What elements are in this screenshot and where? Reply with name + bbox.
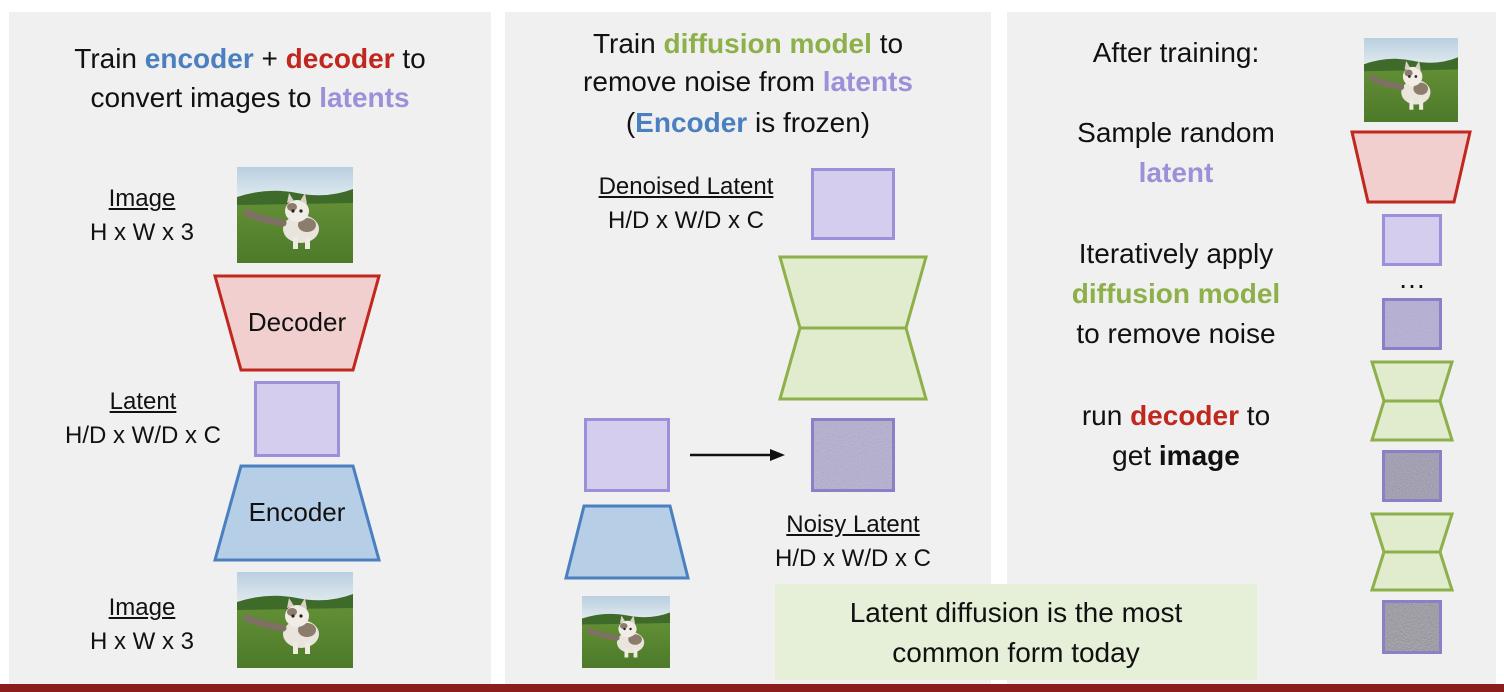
image-bottom-label: Image H x W x 3 xyxy=(62,591,222,659)
kitten-image-output xyxy=(1364,38,1458,122)
middle-title-encoder: Encoder xyxy=(635,107,748,138)
image-top-label: Image H x W x 3 xyxy=(62,182,222,250)
frozen-encoder-block xyxy=(564,504,690,580)
middle-title-line1: Train diffusion model to xyxy=(505,24,991,64)
run-decoder-word: decoder xyxy=(1130,400,1240,431)
right-noisy-latent-2 xyxy=(1382,450,1442,502)
get-word: get xyxy=(1112,440,1152,471)
callout-line2: common form today xyxy=(892,637,1140,668)
callout-box: Latent diffusion is the most common form… xyxy=(775,584,1257,680)
kitten-image-bottom xyxy=(237,572,353,668)
denoised-latent-dims: H/D x W/D x C xyxy=(608,207,764,234)
noisy-latent-name: Noisy Latent xyxy=(786,511,920,538)
left-title-encoder: encoder xyxy=(144,43,254,74)
callout-line1: Latent diffusion is the most xyxy=(849,597,1183,628)
middle-title-paren: ( xyxy=(625,107,636,138)
left-title-latents: latents xyxy=(319,82,410,113)
latent-box xyxy=(254,381,340,457)
right-decoder-block xyxy=(1350,130,1472,204)
after-training-label: After training: xyxy=(1092,37,1260,68)
left-title-train: Train xyxy=(74,43,138,74)
middle-title-frozen: is frozen) xyxy=(754,107,871,138)
right-diffusion-block-2 xyxy=(1369,512,1455,592)
get-image-word: image xyxy=(1158,440,1240,471)
right-noisy-latent-1 xyxy=(1382,298,1442,350)
encoder-label: Encoder xyxy=(248,497,346,527)
middle-title-latents: latents xyxy=(822,66,913,97)
middle-title-line3: (Encoder is frozen) xyxy=(505,103,991,143)
left-title-to: to xyxy=(402,43,426,74)
sample-random-line1: Sample random xyxy=(1077,117,1275,148)
decoder-block: Decoder xyxy=(213,274,381,372)
left-title-line2: convert images to latents xyxy=(9,78,491,118)
noisy-latent-label: Noisy Latent H/D x W/D x C xyxy=(748,508,958,576)
middle-title-remove-noise: remove noise from xyxy=(583,66,815,97)
middle-title-train: Train xyxy=(592,28,656,59)
denoised-latent-box xyxy=(811,168,895,240)
latent-dims: H/D x W/D x C xyxy=(65,422,221,449)
denoised-latent-name: Denoised Latent xyxy=(598,173,774,200)
noise-arrow xyxy=(690,446,786,464)
run-to-word: to xyxy=(1246,400,1271,431)
middle-title-line2: remove noise from latents xyxy=(505,62,991,102)
run-decoder-line2: get image xyxy=(1040,436,1312,476)
run-word: run xyxy=(1081,400,1123,431)
middle-title-to: to xyxy=(879,28,904,59)
right-diffusion-block-1 xyxy=(1369,360,1455,442)
left-title-plus: + xyxy=(261,43,278,74)
image-top-name: Image xyxy=(108,185,176,212)
left-title-decoder: decoder xyxy=(285,43,395,74)
iteratively-apply-diffusion-model: diffusion model xyxy=(1071,278,1281,309)
noisy-latent-box xyxy=(811,418,895,492)
run-decoder-line1: run decoder to xyxy=(1040,396,1312,436)
iteratively-apply-line3: to remove noise xyxy=(1076,318,1276,349)
right-latent-box xyxy=(1382,214,1442,266)
sample-random-latent: latent xyxy=(1138,157,1214,188)
bottom-bar xyxy=(0,684,1504,692)
decoder-label: Decoder xyxy=(247,307,347,337)
kitten-image-middle xyxy=(582,596,670,668)
image-bottom-dims: H x W x 3 xyxy=(89,628,194,655)
encoder-block: Encoder xyxy=(213,464,381,562)
middle-title-diffusion-model: diffusion model xyxy=(663,28,872,59)
denoised-latent-label: Denoised Latent H/D x W/D x C xyxy=(572,170,800,238)
left-title-line1: Train encoder + decoder to xyxy=(9,39,491,79)
left-title-convert: convert images to xyxy=(90,82,312,113)
image-bottom-name: Image xyxy=(108,594,176,621)
noisy-latent-dims: H/D x W/D x C xyxy=(775,545,931,572)
right-ellipsis: … xyxy=(1398,263,1426,294)
latent-name: Latent xyxy=(109,388,177,415)
latent-label: Latent H/D x W/D x C xyxy=(38,385,248,453)
iteratively-apply-line1: Iteratively apply xyxy=(1078,238,1274,269)
diffusion-model-block xyxy=(778,255,928,401)
right-noisy-latent-3 xyxy=(1382,600,1442,654)
kitten-image-top xyxy=(237,167,353,263)
clean-latent-box xyxy=(584,418,670,492)
image-top-dims: H x W x 3 xyxy=(89,219,194,246)
